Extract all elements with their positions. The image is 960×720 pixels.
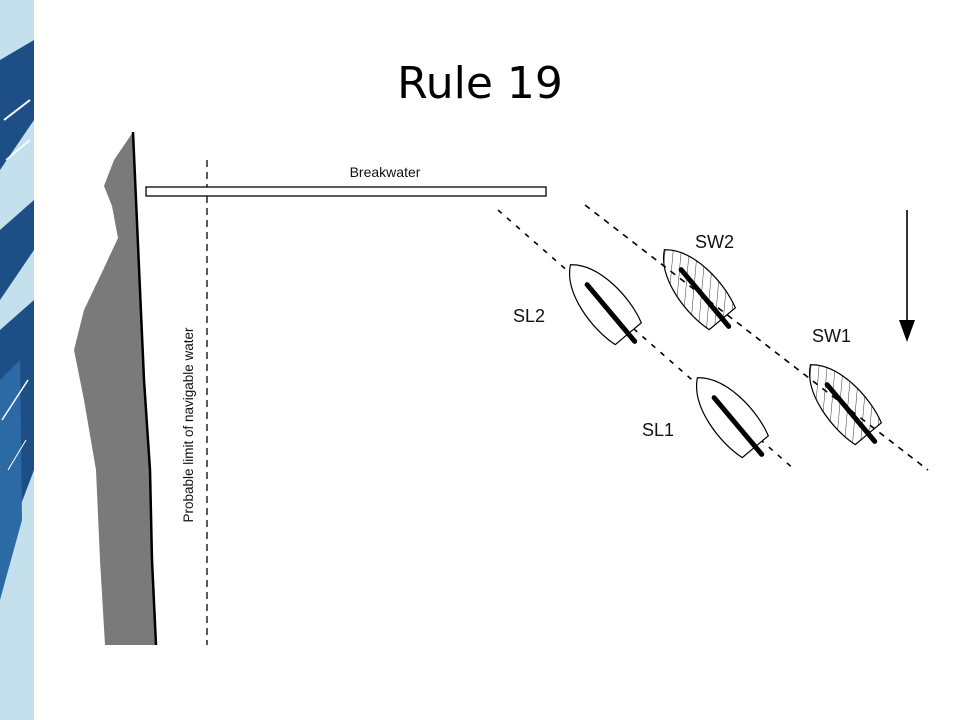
- shore-land: [74, 132, 156, 645]
- wind-direction-arrow-icon: [899, 210, 915, 342]
- boat-sw2-label: SW2: [695, 232, 734, 252]
- boat-sl2-label: SL2: [513, 306, 545, 326]
- shore-edge: [131, 131, 158, 646]
- boat-sl1: [695, 377, 770, 459]
- boat-sw2: [662, 249, 737, 331]
- boat-sw1-label: SW1: [812, 326, 851, 346]
- navigable-water-limit-label: Probable limit of navigable water: [181, 327, 196, 523]
- boat-sw1: [808, 364, 883, 446]
- slide-title: Rule 19: [397, 58, 563, 109]
- boat-sl1-label: SL1: [642, 420, 674, 440]
- breakwater-label: Breakwater: [350, 164, 421, 180]
- breakwater: [145, 186, 547, 197]
- boat-sl2: [568, 264, 643, 346]
- decorative-side-strip: [0, 0, 34, 720]
